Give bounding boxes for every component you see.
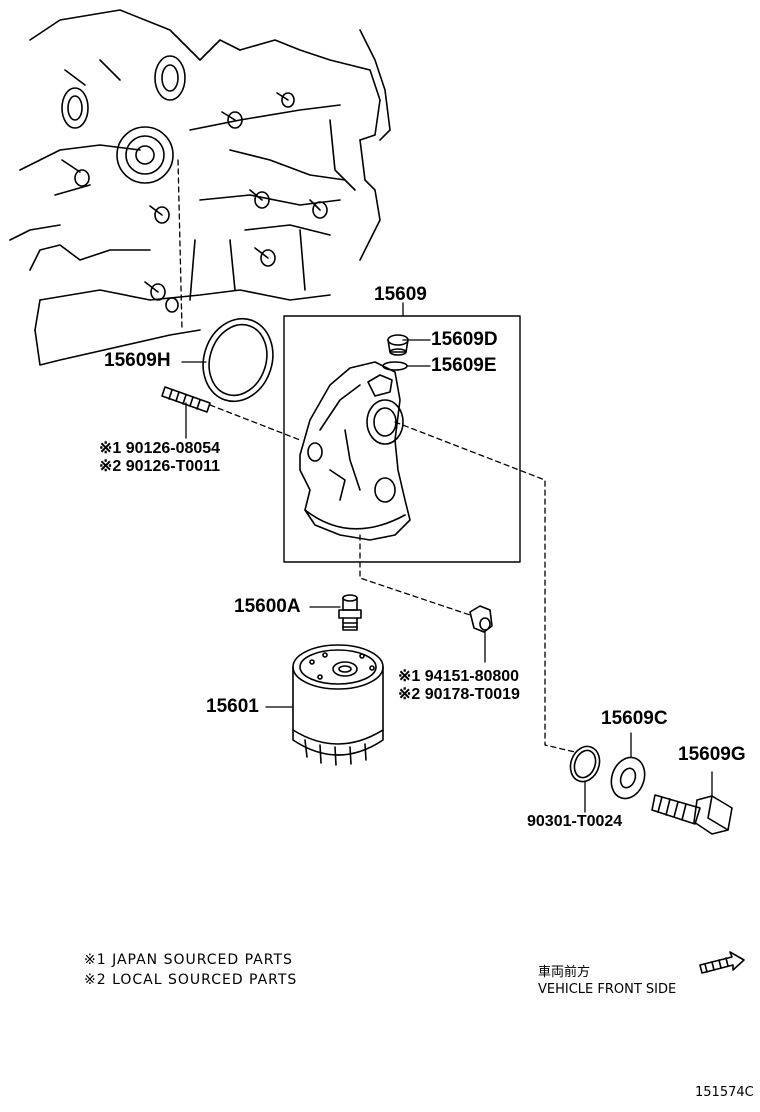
oil-filter-bracket bbox=[299, 361, 411, 541]
front-direction-arrow bbox=[699, 951, 745, 974]
legend-japan-sourced: ※1 JAPAN SOURCED PARTS bbox=[84, 952, 293, 968]
label-15609c: 15609C bbox=[601, 708, 668, 729]
label-15600a: 15600A bbox=[234, 596, 301, 617]
label-nut-note1: ※1 94151-80800 bbox=[398, 668, 520, 685]
gasket-15609e bbox=[382, 361, 408, 371]
figure-code: 151574C bbox=[695, 1085, 754, 1100]
alignment-lines bbox=[177, 159, 576, 753]
bracket-assembly-box bbox=[283, 315, 521, 563]
union-15600a bbox=[338, 594, 362, 631]
label-15609: 15609 bbox=[374, 284, 427, 305]
label-15609g: 15609G bbox=[678, 744, 746, 765]
label-15601: 15601 bbox=[206, 696, 259, 717]
leader-lines bbox=[181, 302, 713, 813]
gasket-90301 bbox=[569, 745, 601, 783]
label-stud-note1: ※1 90126-08054 bbox=[99, 440, 221, 457]
label-15609e: 15609E bbox=[431, 355, 497, 376]
plug-15609d bbox=[387, 334, 409, 356]
direction-english: VEHICLE FRONT SIDE bbox=[538, 982, 677, 997]
nut bbox=[469, 605, 493, 633]
o-ring-15609h bbox=[202, 317, 274, 403]
direction-japanese: 車両前方 bbox=[538, 965, 591, 980]
label-stud-note2: ※2 90126-T0011 bbox=[99, 458, 221, 475]
engine-block bbox=[9, 9, 391, 366]
label-15609h: 15609H bbox=[104, 350, 171, 371]
oil-filter-15601 bbox=[292, 644, 384, 766]
label-90301: 90301-T0024 bbox=[527, 813, 623, 830]
label-15609d: 15609D bbox=[431, 329, 498, 350]
label-nut-note2: ※2 90178-T0019 bbox=[398, 686, 520, 703]
legend-local-sourced: ※2 LOCAL SOURCED PARTS bbox=[84, 972, 298, 988]
stud-bolt bbox=[161, 386, 211, 413]
bolt-15609g bbox=[651, 794, 733, 835]
washer-15609c bbox=[610, 756, 646, 800]
